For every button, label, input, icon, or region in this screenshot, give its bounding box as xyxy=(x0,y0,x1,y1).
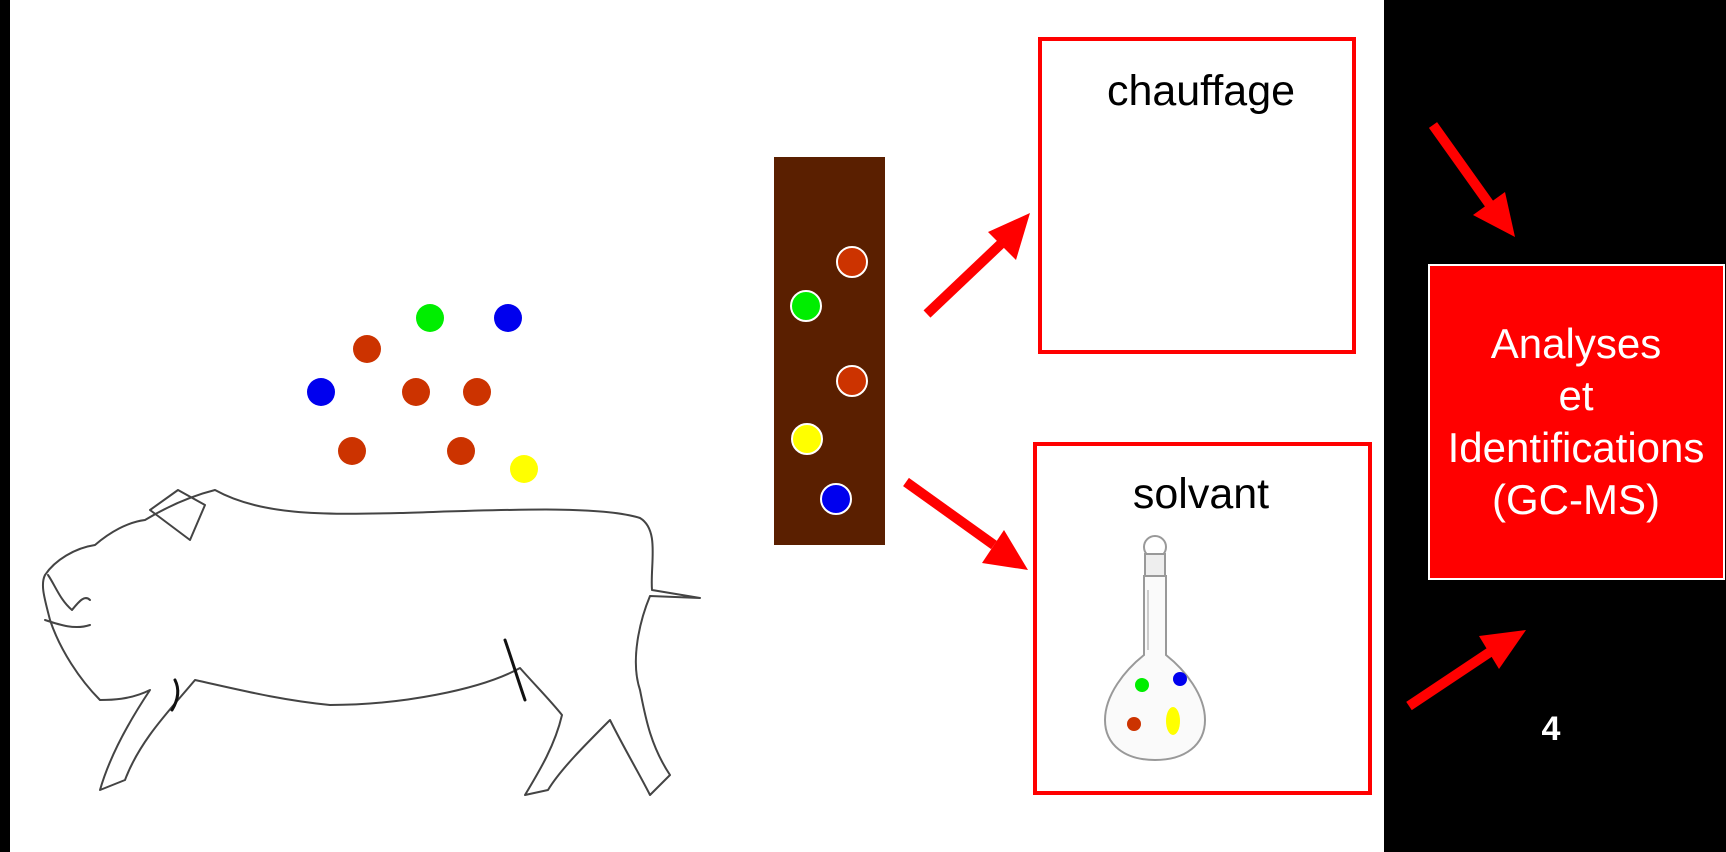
solvent-label: solvant xyxy=(1132,470,1270,518)
molecule-dot-icon xyxy=(353,335,381,363)
pig-drawing-icon xyxy=(41,489,701,796)
analysis-line: Analyses xyxy=(1490,320,1662,367)
analysis-line: et xyxy=(1558,372,1594,419)
analysis-line: Identifications xyxy=(1447,424,1705,471)
analysis-line: (GC-MS) xyxy=(1492,476,1660,523)
heating-label: chauffage xyxy=(1106,67,1296,115)
slide-number: 4 xyxy=(1541,710,1561,748)
heating-box xyxy=(1038,37,1356,354)
molecule-dot-icon xyxy=(494,304,522,332)
molecule-dot-icon xyxy=(402,378,430,406)
molecule-dot-icon xyxy=(447,437,475,465)
molecule-dot-icon xyxy=(338,437,366,465)
analysis-box xyxy=(1428,264,1725,580)
analysis-label: Analyses et Identifications (GC-MS) xyxy=(1428,318,1724,526)
molecule-dot-icon xyxy=(836,365,868,397)
molecule-dot-icon xyxy=(836,246,868,278)
volumetric-flask-icon xyxy=(1103,535,1207,762)
free-molecules xyxy=(307,304,538,483)
sample-molecules xyxy=(790,246,868,515)
molecule-dot-icon xyxy=(416,304,444,332)
sample-strip xyxy=(774,157,885,545)
molecule-dot-icon xyxy=(510,455,538,483)
molecule-dot-icon xyxy=(791,423,823,455)
arrow-icon xyxy=(903,122,1526,711)
molecule-dot-icon xyxy=(790,290,822,322)
molecule-dot-icon xyxy=(307,378,335,406)
molecule-dot-icon xyxy=(463,378,491,406)
molecule-dot-icon xyxy=(820,483,852,515)
